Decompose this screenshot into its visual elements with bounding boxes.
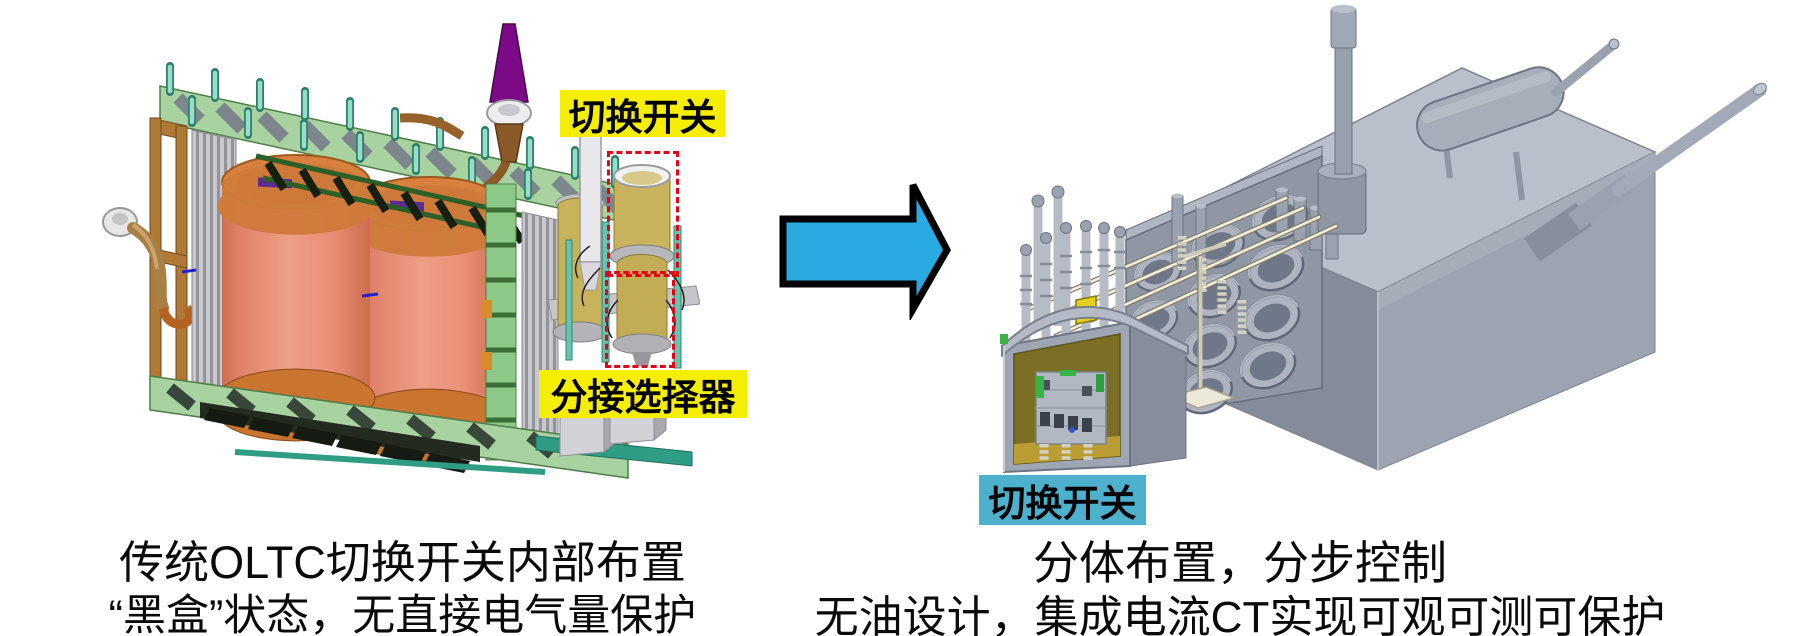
selector-highlight-box bbox=[605, 271, 675, 368]
diverter-cabinet bbox=[1000, 185, 1189, 474]
green-ladder bbox=[482, 183, 517, 461]
left-bottom-frame bbox=[149, 375, 629, 479]
tank-top-pipes bbox=[1171, 187, 1339, 269]
flow-arrow-icon bbox=[779, 183, 951, 320]
tap-changer-columns bbox=[547, 108, 700, 369]
left-caption-line1: 传统OLTC切换开关内部布置 bbox=[119, 537, 686, 588]
diverter-switch-callout-right: 切换开关 bbox=[979, 475, 1146, 525]
conservator-tank bbox=[1416, 38, 1620, 201]
right-transformer-illustration bbox=[1000, 5, 1767, 474]
hv-bushing bbox=[1524, 82, 1767, 262]
diverter-highlight-box bbox=[607, 151, 679, 277]
copper-pipe bbox=[102, 207, 195, 329]
diverter-switch-callout-left: 切换开关 bbox=[560, 90, 725, 138]
tap-selector-callout: 分接选择器 bbox=[539, 370, 747, 418]
right-caption-line2: 无油设计，集成电流CT实现可观可测可保护 bbox=[814, 593, 1666, 636]
left-caption-line2: “黑盒”状态，无直接电气量保护 bbox=[108, 592, 697, 636]
left-frame-studs bbox=[166, 62, 619, 212]
chimney-pipe bbox=[1317, 5, 1367, 235]
right-caption-line1: 分体布置，分步控制 bbox=[1033, 537, 1447, 589]
left-transformer-illustration bbox=[102, 23, 700, 479]
